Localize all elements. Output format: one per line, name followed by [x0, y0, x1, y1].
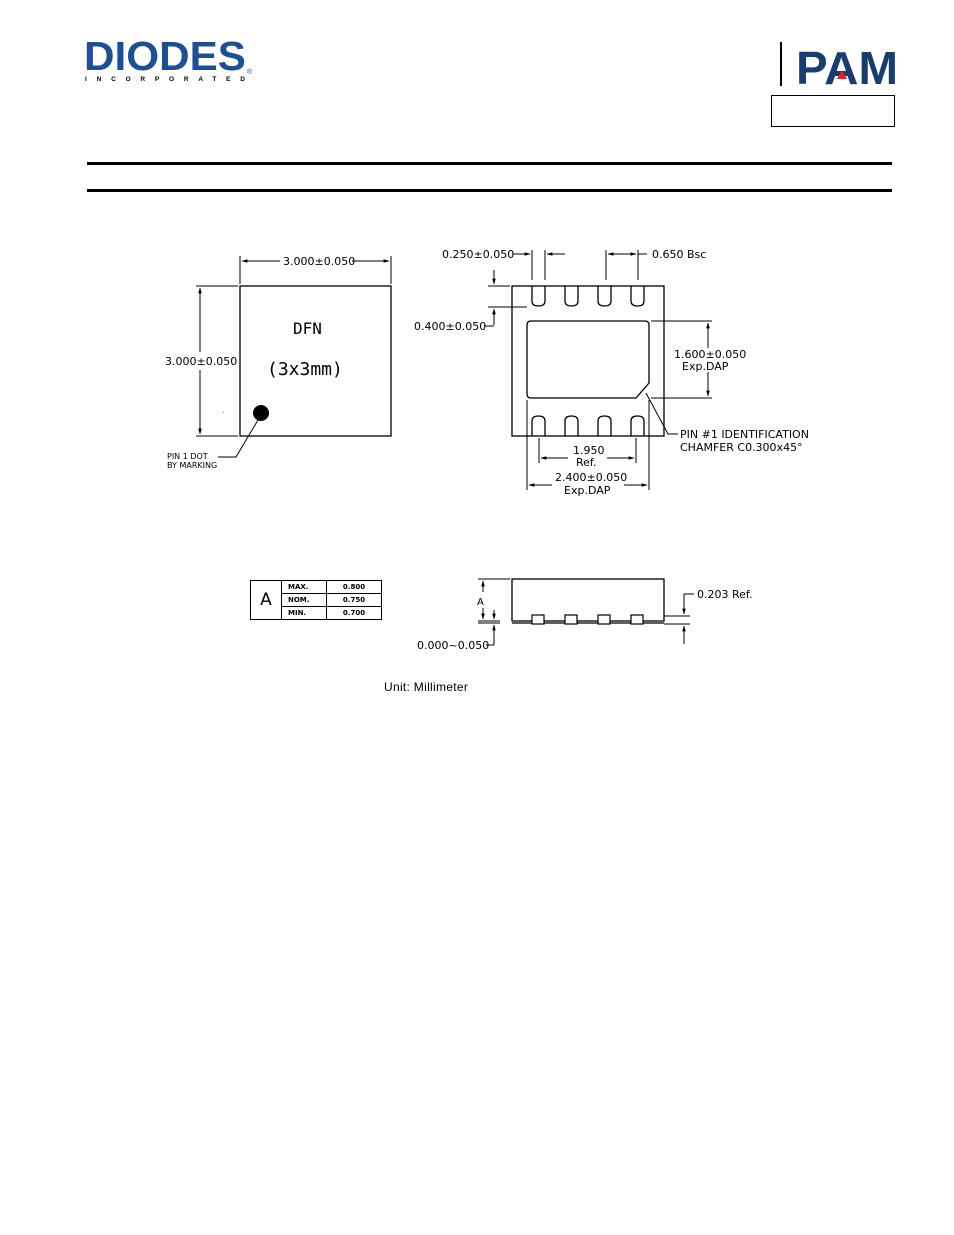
table-label-min: MIN.: [282, 607, 327, 620]
side-dim-a: A: [477, 597, 484, 608]
table-dim-cell: A: [251, 581, 282, 620]
bottom-view-pads-bottom: [532, 416, 644, 436]
bottom-view-body: [512, 286, 664, 436]
standoff-dim: 0.000~0.050: [417, 639, 489, 652]
exposed-dap: [527, 321, 649, 398]
pad-width-dim: 0.250±0.050: [442, 248, 514, 261]
ref-span-label: Ref.: [576, 456, 597, 469]
stray-mark: `: [222, 412, 225, 419]
pad-bottom-2: [565, 416, 578, 436]
package-size: (3x3mm): [267, 359, 343, 380]
top-width-dim: 3.000±0.050: [283, 255, 355, 268]
pad-top-3: [598, 286, 611, 306]
thickness-table: A MAX. 0.800 NOM. 0.750 MIN. 0.700: [250, 580, 382, 620]
pad-length-dim: 0.400±0.050: [414, 320, 486, 333]
part-number-box: [771, 95, 895, 127]
side-lead-2: [565, 615, 577, 624]
pam-logo-bar: [780, 42, 782, 86]
side-lead-4: [631, 615, 643, 624]
bottom-view-pads-top: [532, 286, 644, 306]
package-name: DFN: [293, 319, 322, 338]
table-value-max: 0.800: [327, 581, 382, 594]
pin1-dot: [253, 405, 269, 421]
dap-width-dim: 2.400±0.050: [555, 471, 627, 484]
pad-bottom-3: [598, 416, 611, 436]
registered-mark: ®: [247, 68, 253, 76]
pitch-dim: 0.650 Bsc: [652, 248, 706, 261]
pin1-label-line1: PIN 1 DOT: [167, 452, 208, 461]
pam-logo-text: PAM: [796, 42, 898, 88]
side-lead-1: [532, 615, 544, 624]
pin1-label-line2: BY MARKING: [167, 461, 217, 470]
package-outline-drawing: ` 3.000±0.050 3.000±0.050 DFN (3x3mm) PI…: [0, 220, 954, 680]
pam-logo: PAM: [778, 40, 900, 88]
pad-bottom-1: [532, 416, 545, 436]
pin-id-label-line2: CHAMFER C0.300x45°: [680, 441, 803, 454]
diodes-logo: DIODES INCORPORATED ®: [84, 36, 256, 84]
top-height-dim: 3.000±0.050: [165, 355, 237, 368]
dap-width-label: Exp.DAP: [564, 484, 611, 497]
pad-top-1: [532, 286, 545, 306]
pad-bottom-4: [631, 416, 644, 436]
pad-top-4: [631, 286, 644, 306]
table-value-min: 0.700: [327, 607, 382, 620]
unit-note: Unit: Millimeter: [384, 680, 468, 694]
table-label-nom: NOM.: [282, 594, 327, 607]
side-lead-3: [598, 615, 610, 624]
diodes-logo-text: DIODES: [84, 36, 246, 79]
lead-thickness-dim: 0.203 Ref.: [697, 588, 752, 601]
dap-height-label: Exp.DAP: [682, 360, 729, 373]
pin-id-label-line1: PIN #1 IDENTIFICATION: [680, 428, 809, 441]
table-row: A MAX. 0.800: [251, 581, 382, 594]
table-label-max: MAX.: [282, 581, 327, 594]
pad-top-2: [565, 286, 578, 306]
table-value-nom: 0.750: [327, 594, 382, 607]
header-rule-bottom: [87, 189, 892, 192]
header-rule-top: [87, 162, 892, 165]
